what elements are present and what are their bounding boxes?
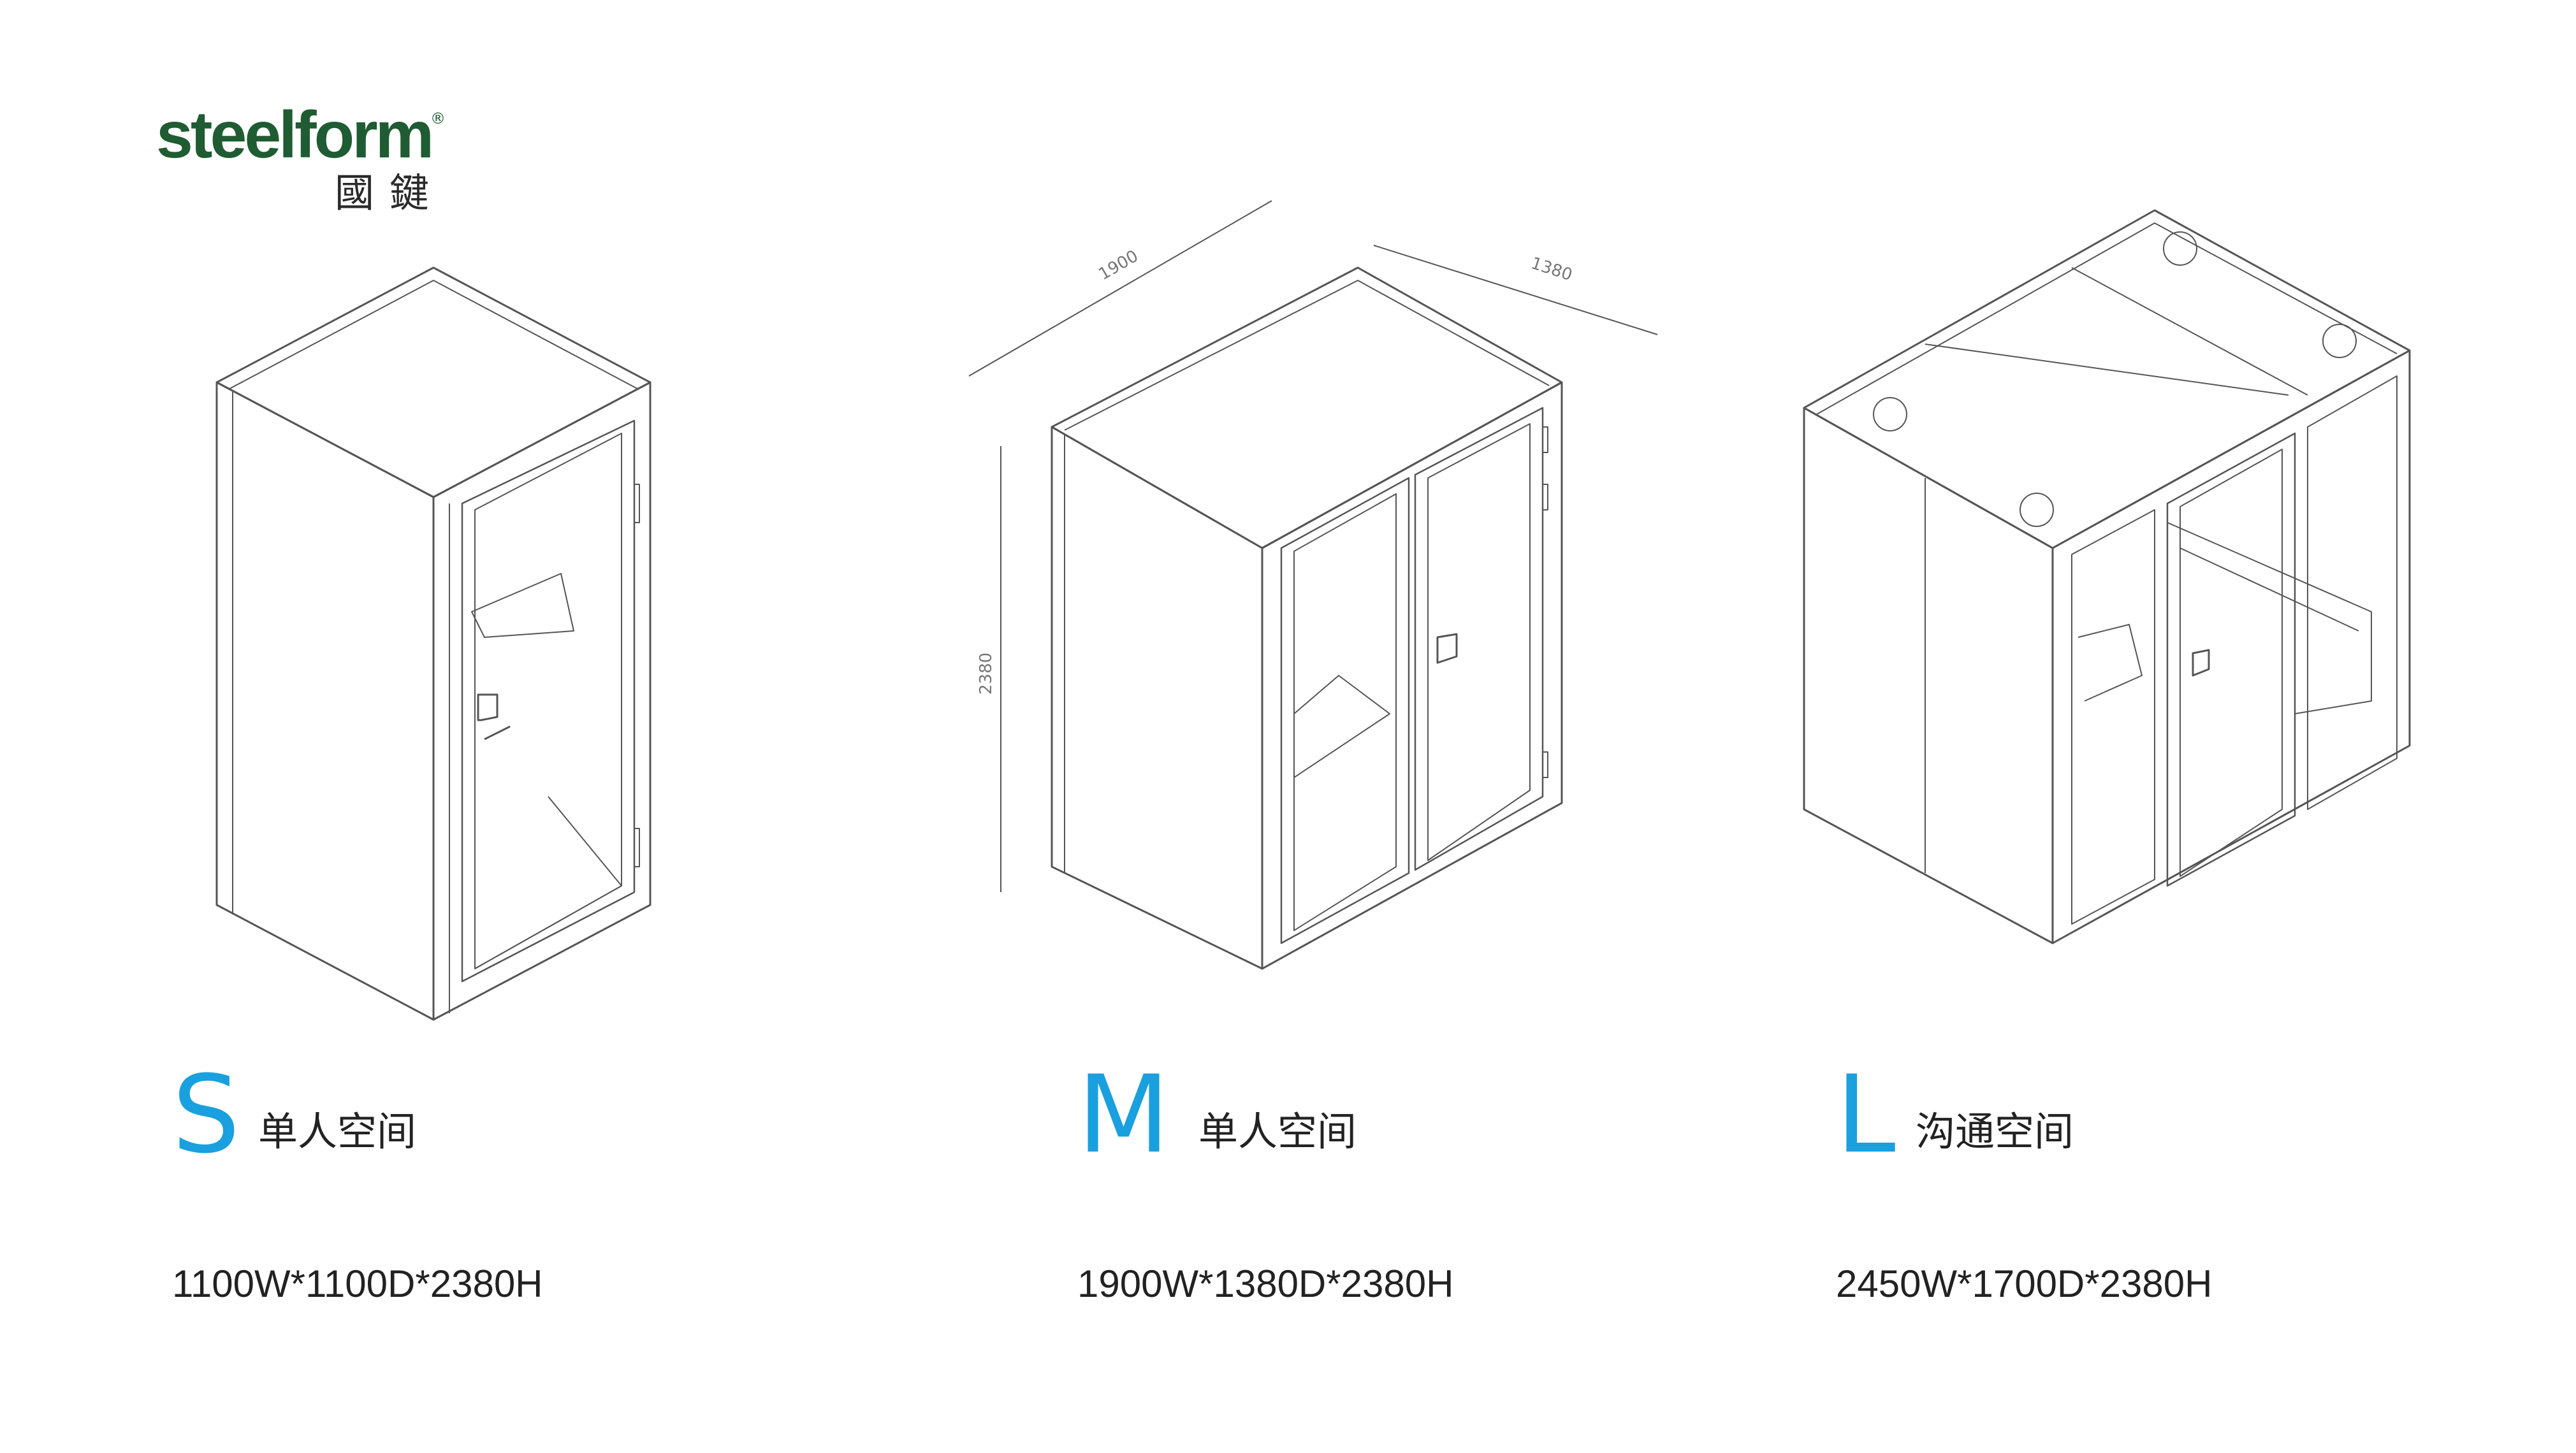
- booth-s-drawing: [215, 266, 651, 1021]
- registered-mark: ®: [430, 110, 446, 127]
- booth-m-drawing: 1900 1380 2380: [968, 200, 1658, 970]
- size-l-letter: L: [1836, 1052, 1896, 1177]
- size-m-letter: M: [1077, 1052, 1170, 1177]
- brand-wordmark: steelform: [156, 98, 434, 172]
- brand-chinese-name: 國鍵: [335, 170, 445, 216]
- size-m-name: 单人空间: [1198, 1108, 1357, 1155]
- size-s-letter: S: [172, 1052, 240, 1177]
- booth-l-drawing: [1803, 209, 2411, 944]
- dimension-label-depth: 1380: [1529, 254, 1575, 285]
- size-s-name: 单人空间: [258, 1108, 417, 1155]
- size-m-dimensions: 1900W*1380D*2380H: [1077, 1262, 1454, 1305]
- dimension-label-width: 1900: [1096, 247, 1142, 284]
- size-s-dimensions: 1100W*1100D*2380H: [172, 1262, 543, 1305]
- dimension-label-height: 2380: [977, 653, 996, 695]
- size-l-name: 沟通空间: [1916, 1108, 2074, 1155]
- brand-logo: steelform ® 國鍵: [156, 98, 462, 216]
- size-l-dimensions: 2450W*1700D*2380H: [1836, 1262, 2213, 1305]
